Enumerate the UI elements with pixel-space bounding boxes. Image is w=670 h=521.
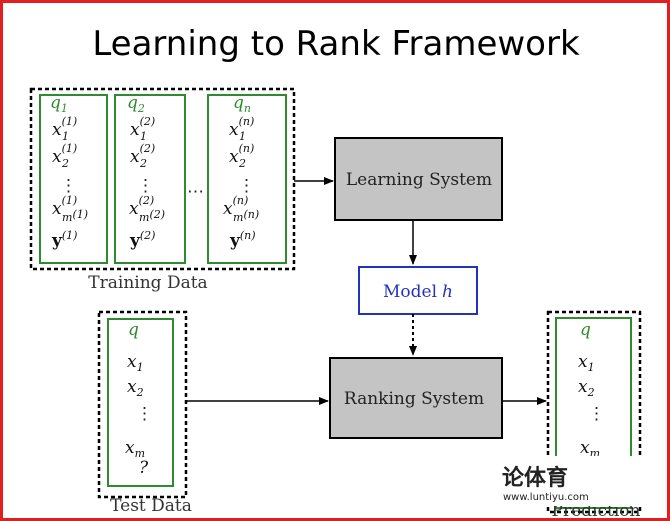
prediction-x1: x1 — [578, 352, 595, 374]
prediction-dashed-box — [546, 310, 642, 514]
watermark-backdrop — [495, 456, 643, 506]
query-n-box — [207, 94, 287, 264]
training-data-dashed-box — [29, 87, 296, 271]
test-xm: xm — [125, 438, 145, 460]
query-2-box — [114, 94, 186, 264]
ranking-system-label: Ranking System — [344, 389, 484, 409]
test-dots: ⋮ — [136, 404, 153, 424]
svg-text:1: 1 — [239, 130, 246, 143]
svg-text:m(1): m(1) — [62, 208, 88, 224]
learning-system-box — [334, 137, 503, 221]
svg-text:1: 1 — [62, 130, 69, 143]
prediction-xm: xm — [580, 438, 600, 460]
svg-text:y(1): y(1) — [51, 229, 77, 251]
test-unknown-label: ? — [139, 458, 149, 478]
svg-text:x(n): x(n) — [223, 194, 248, 219]
svg-text:x(n): x(n) — [229, 142, 254, 167]
training-data-caption: Training Data — [88, 273, 207, 293]
svg-text:x(2): x(2) — [129, 194, 154, 219]
test-data-dashed-box — [97, 310, 188, 499]
prediction-x2: x2 — [578, 377, 595, 399]
svg-text:x(1): x(1) — [52, 194, 77, 219]
svg-text:⋮: ⋮ — [60, 176, 77, 196]
training-query-1: q1 x(1) 1 x(1) 2 ⋮ x(1) m(1) y(1) — [39, 93, 108, 264]
svg-text:y(n): y(n) — [229, 229, 256, 251]
page-title: Learning to Rank Framework — [92, 24, 580, 64]
svg-text:1: 1 — [140, 130, 147, 143]
svg-text:m(2): m(2) — [139, 208, 165, 224]
query-1-box — [39, 94, 108, 264]
prediction-dots: ⋮ — [588, 404, 605, 424]
svg-text:⋮: ⋮ — [137, 176, 154, 196]
svg-text:q2: q2 — [127, 93, 145, 115]
training-query-2: q2 x(2) 1 x(2) 2 ⋮ x(2) m(2) y(2) — [114, 93, 186, 264]
svg-text:x(n): x(n) — [229, 115, 254, 140]
watermark: 论体育 www.luntiyu.com — [495, 456, 643, 506]
svg-text:x(1): x(1) — [52, 142, 77, 167]
test-query-label: q — [128, 320, 139, 340]
ranking-system-box — [329, 357, 503, 439]
watermark-url: www.luntiyu.com — [503, 492, 589, 503]
svg-text:x(2): x(2) — [130, 142, 155, 167]
test-data-caption: Test Data — [110, 496, 192, 516]
prediction-query-box — [555, 317, 632, 509]
learning-system-label: Learning System — [346, 170, 492, 190]
watermark-logo-text: 论体育 — [502, 465, 568, 491]
svg-text:q1: q1 — [50, 93, 68, 115]
svg-text:y(2): y(2) — [129, 229, 155, 251]
svg-text:x(2): x(2) — [130, 115, 155, 140]
svg-text:2: 2 — [139, 157, 147, 170]
training-query-n: qn x(n) 1 x(n) 2 ⋮ x(n) m(n) y(n) — [207, 93, 287, 264]
svg-text:2: 2 — [238, 157, 246, 170]
training-ellipsis: ⋯ — [187, 182, 204, 202]
test-x2: x2 — [127, 377, 144, 399]
test-query-box — [107, 318, 174, 487]
model-box — [358, 266, 478, 315]
svg-text:m(n): m(n) — [233, 208, 259, 224]
svg-text:x(1): x(1) — [52, 115, 77, 140]
test-x1: x1 — [127, 352, 144, 374]
svg-text:qn: qn — [233, 93, 251, 115]
svg-text:⋮: ⋮ — [238, 176, 255, 196]
svg-text:2: 2 — [61, 157, 69, 170]
prediction-query-label: q — [580, 320, 591, 340]
